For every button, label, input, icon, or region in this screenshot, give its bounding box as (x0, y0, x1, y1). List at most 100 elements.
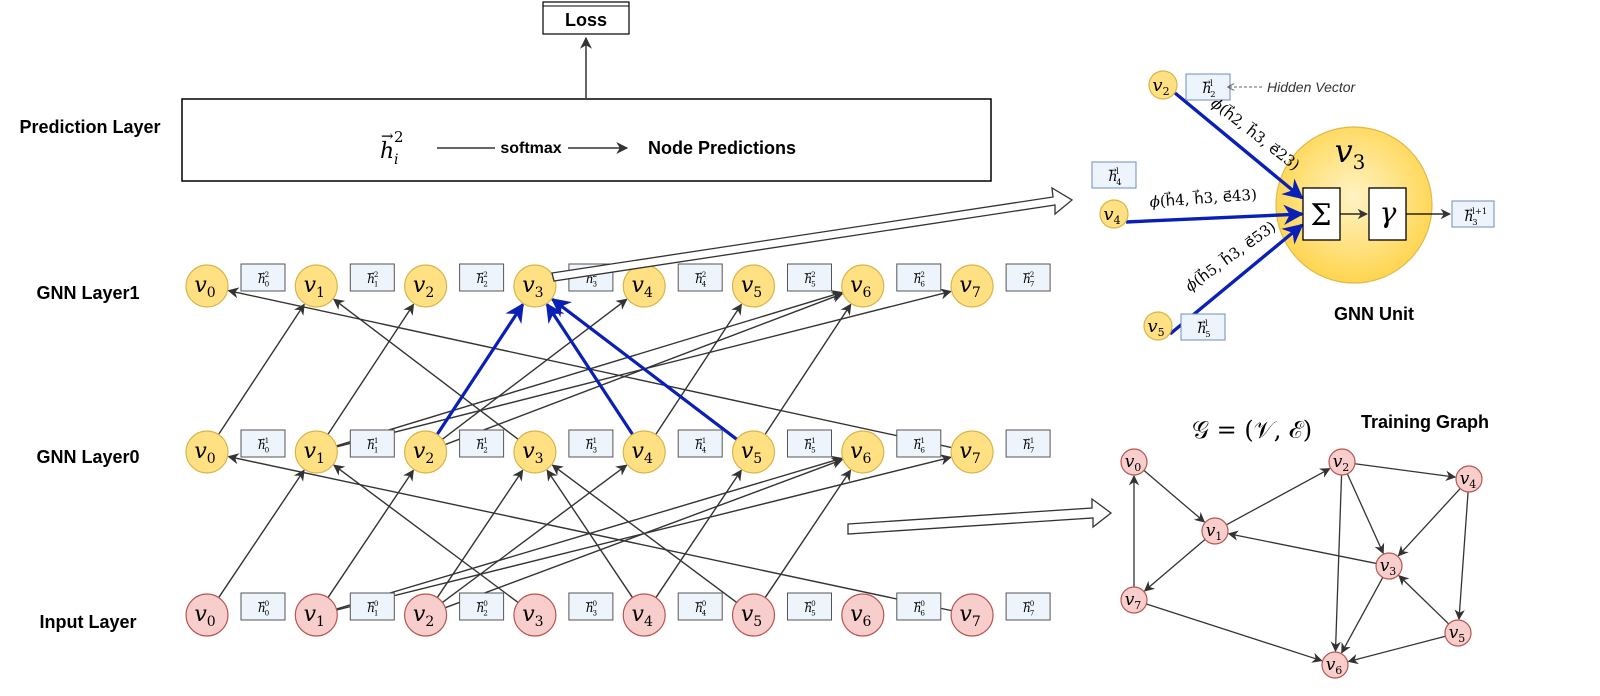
vector-sup: 0 (265, 599, 270, 608)
node-label: v2 (1333, 452, 1350, 474)
node-label: v4 (1460, 469, 1477, 491)
vector-rect (240, 429, 286, 458)
vector-sup: 2 (1030, 270, 1035, 279)
vector-rect (787, 429, 832, 458)
vector-box-1-6: →h16 (896, 429, 942, 458)
node-circle (185, 430, 229, 474)
node-label: v1 (304, 273, 325, 301)
vector-rect (459, 592, 505, 621)
vector-letter: h (477, 601, 485, 615)
edge-l0-l1-3-1 (332, 298, 519, 440)
vector-rect (568, 592, 614, 621)
node-label: v3 (1335, 132, 1366, 174)
loss-label: Loss (565, 10, 607, 30)
vector-arrow-glyph: → (258, 269, 266, 279)
zoom-arrow-graph (847, 497, 1113, 535)
node-circle (841, 264, 885, 308)
edge-in-l0-5-6 (764, 469, 852, 598)
node-circle (950, 593, 994, 637)
vector-sub: 5 (1205, 329, 1210, 339)
vector-sub: 0 (265, 609, 270, 618)
vector-sup: l (1205, 318, 1208, 328)
node-circle (622, 430, 666, 474)
node-label: v6 (850, 602, 871, 630)
vector-arrow-glyph: → (1197, 316, 1206, 328)
layer-node-2-1: v1 (294, 593, 338, 637)
vector-letter: h (914, 601, 922, 615)
vector-arrow-glyph: → (367, 598, 375, 608)
gamma-box (1368, 187, 1407, 241)
vector-box-1-5: →h15 (787, 429, 832, 458)
node-circle (841, 430, 885, 474)
vector-rect (459, 263, 505, 292)
vector-rect (1180, 313, 1226, 341)
vector-letter: h (805, 438, 813, 452)
node-label: v0 (194, 273, 215, 301)
vector-rect (568, 429, 614, 458)
vector-sup: 2 (702, 270, 707, 279)
layer-node-0-0: v0 (185, 264, 229, 308)
prediction-vector: h → 2 i (380, 127, 404, 168)
highlight-edge-5-3 (550, 298, 738, 441)
vector-rect (459, 429, 505, 458)
node-label: v3 (522, 439, 543, 467)
zoom-arrow-unit (551, 186, 1074, 282)
vector-box-0-4: →h24 (677, 263, 723, 292)
edge-l0-l1-0-1 (217, 303, 305, 435)
vector-box-0-7: →h27 (1005, 263, 1051, 292)
vector-sup: 0 (593, 599, 598, 608)
node-label: v3 (522, 273, 543, 301)
vector-rect (677, 429, 723, 458)
vector-sub: 3 (593, 609, 598, 618)
layer-node-0-7: v7 (950, 264, 994, 308)
layer-node-2-2: v2 (404, 593, 448, 637)
graph-edge-4-5 (1454, 491, 1469, 621)
vector-sup: 2 (265, 270, 270, 279)
vector-box-2-2: →h02 (459, 592, 505, 621)
node-circle (1201, 517, 1229, 545)
node-circle (513, 593, 557, 637)
vector-rect (349, 263, 395, 292)
graph-formula: 𝒢 = (𝒱, ℰ) (1192, 416, 1312, 444)
node-label: v4 (632, 439, 653, 467)
unit-output-vector: →hl+13 (1451, 200, 1495, 228)
vector-letter: h (1023, 601, 1031, 615)
graph-edge-2-6 (1330, 474, 1343, 653)
layer-node-2-0: v0 (185, 593, 229, 637)
vector-letter: h (695, 438, 703, 452)
vector-box-2-7: →h07 (1005, 592, 1051, 621)
node-circle (185, 593, 229, 637)
node-label: v1 (304, 439, 325, 467)
vector-sub: 0 (265, 446, 270, 455)
vector-sup: 2 (811, 270, 816, 279)
graph-node-5: v5 (1444, 619, 1472, 647)
unit-circle (1275, 126, 1433, 284)
edge-in-l0-4-5 (655, 469, 742, 598)
node-label: v2 (1152, 75, 1169, 98)
gnn-unit-title: GNN Unit (1334, 304, 1414, 324)
vector-arrow-glyph: → (695, 435, 703, 445)
vector-letter: h (695, 601, 703, 615)
vector-sub: 6 (920, 609, 925, 618)
graph-edge-0-1 (1143, 469, 1206, 523)
layer-node-2-5: v5 (731, 593, 776, 637)
node-label: v7 (959, 602, 980, 630)
graph-edge-3-1 (1227, 530, 1377, 565)
layer-node-0-6: v6 (841, 264, 885, 308)
node-circle (622, 593, 666, 637)
node-label: v0 (194, 439, 215, 467)
vector-letter: h (1465, 209, 1474, 225)
unit-message-4: ϕ(h⃗4, h⃗3, e⃗43) (1149, 185, 1257, 211)
unit-vector-box-2: →hl2 (1185, 73, 1231, 101)
node-label: v6 (1326, 655, 1343, 677)
vector-letter: h (586, 601, 594, 615)
vector-box-0-2: →h22 (459, 263, 505, 292)
vector-letter: h (1023, 272, 1031, 286)
node-label: v5 (1147, 316, 1164, 339)
vector-sub: 7 (1030, 280, 1035, 289)
graph-node-1: v1 (1201, 517, 1229, 545)
vector-sub: 4 (702, 446, 707, 455)
vector-sup: l+1 (1472, 206, 1487, 216)
graph-node-6: v6 (1321, 651, 1349, 679)
vector-sup: l (1116, 166, 1119, 176)
